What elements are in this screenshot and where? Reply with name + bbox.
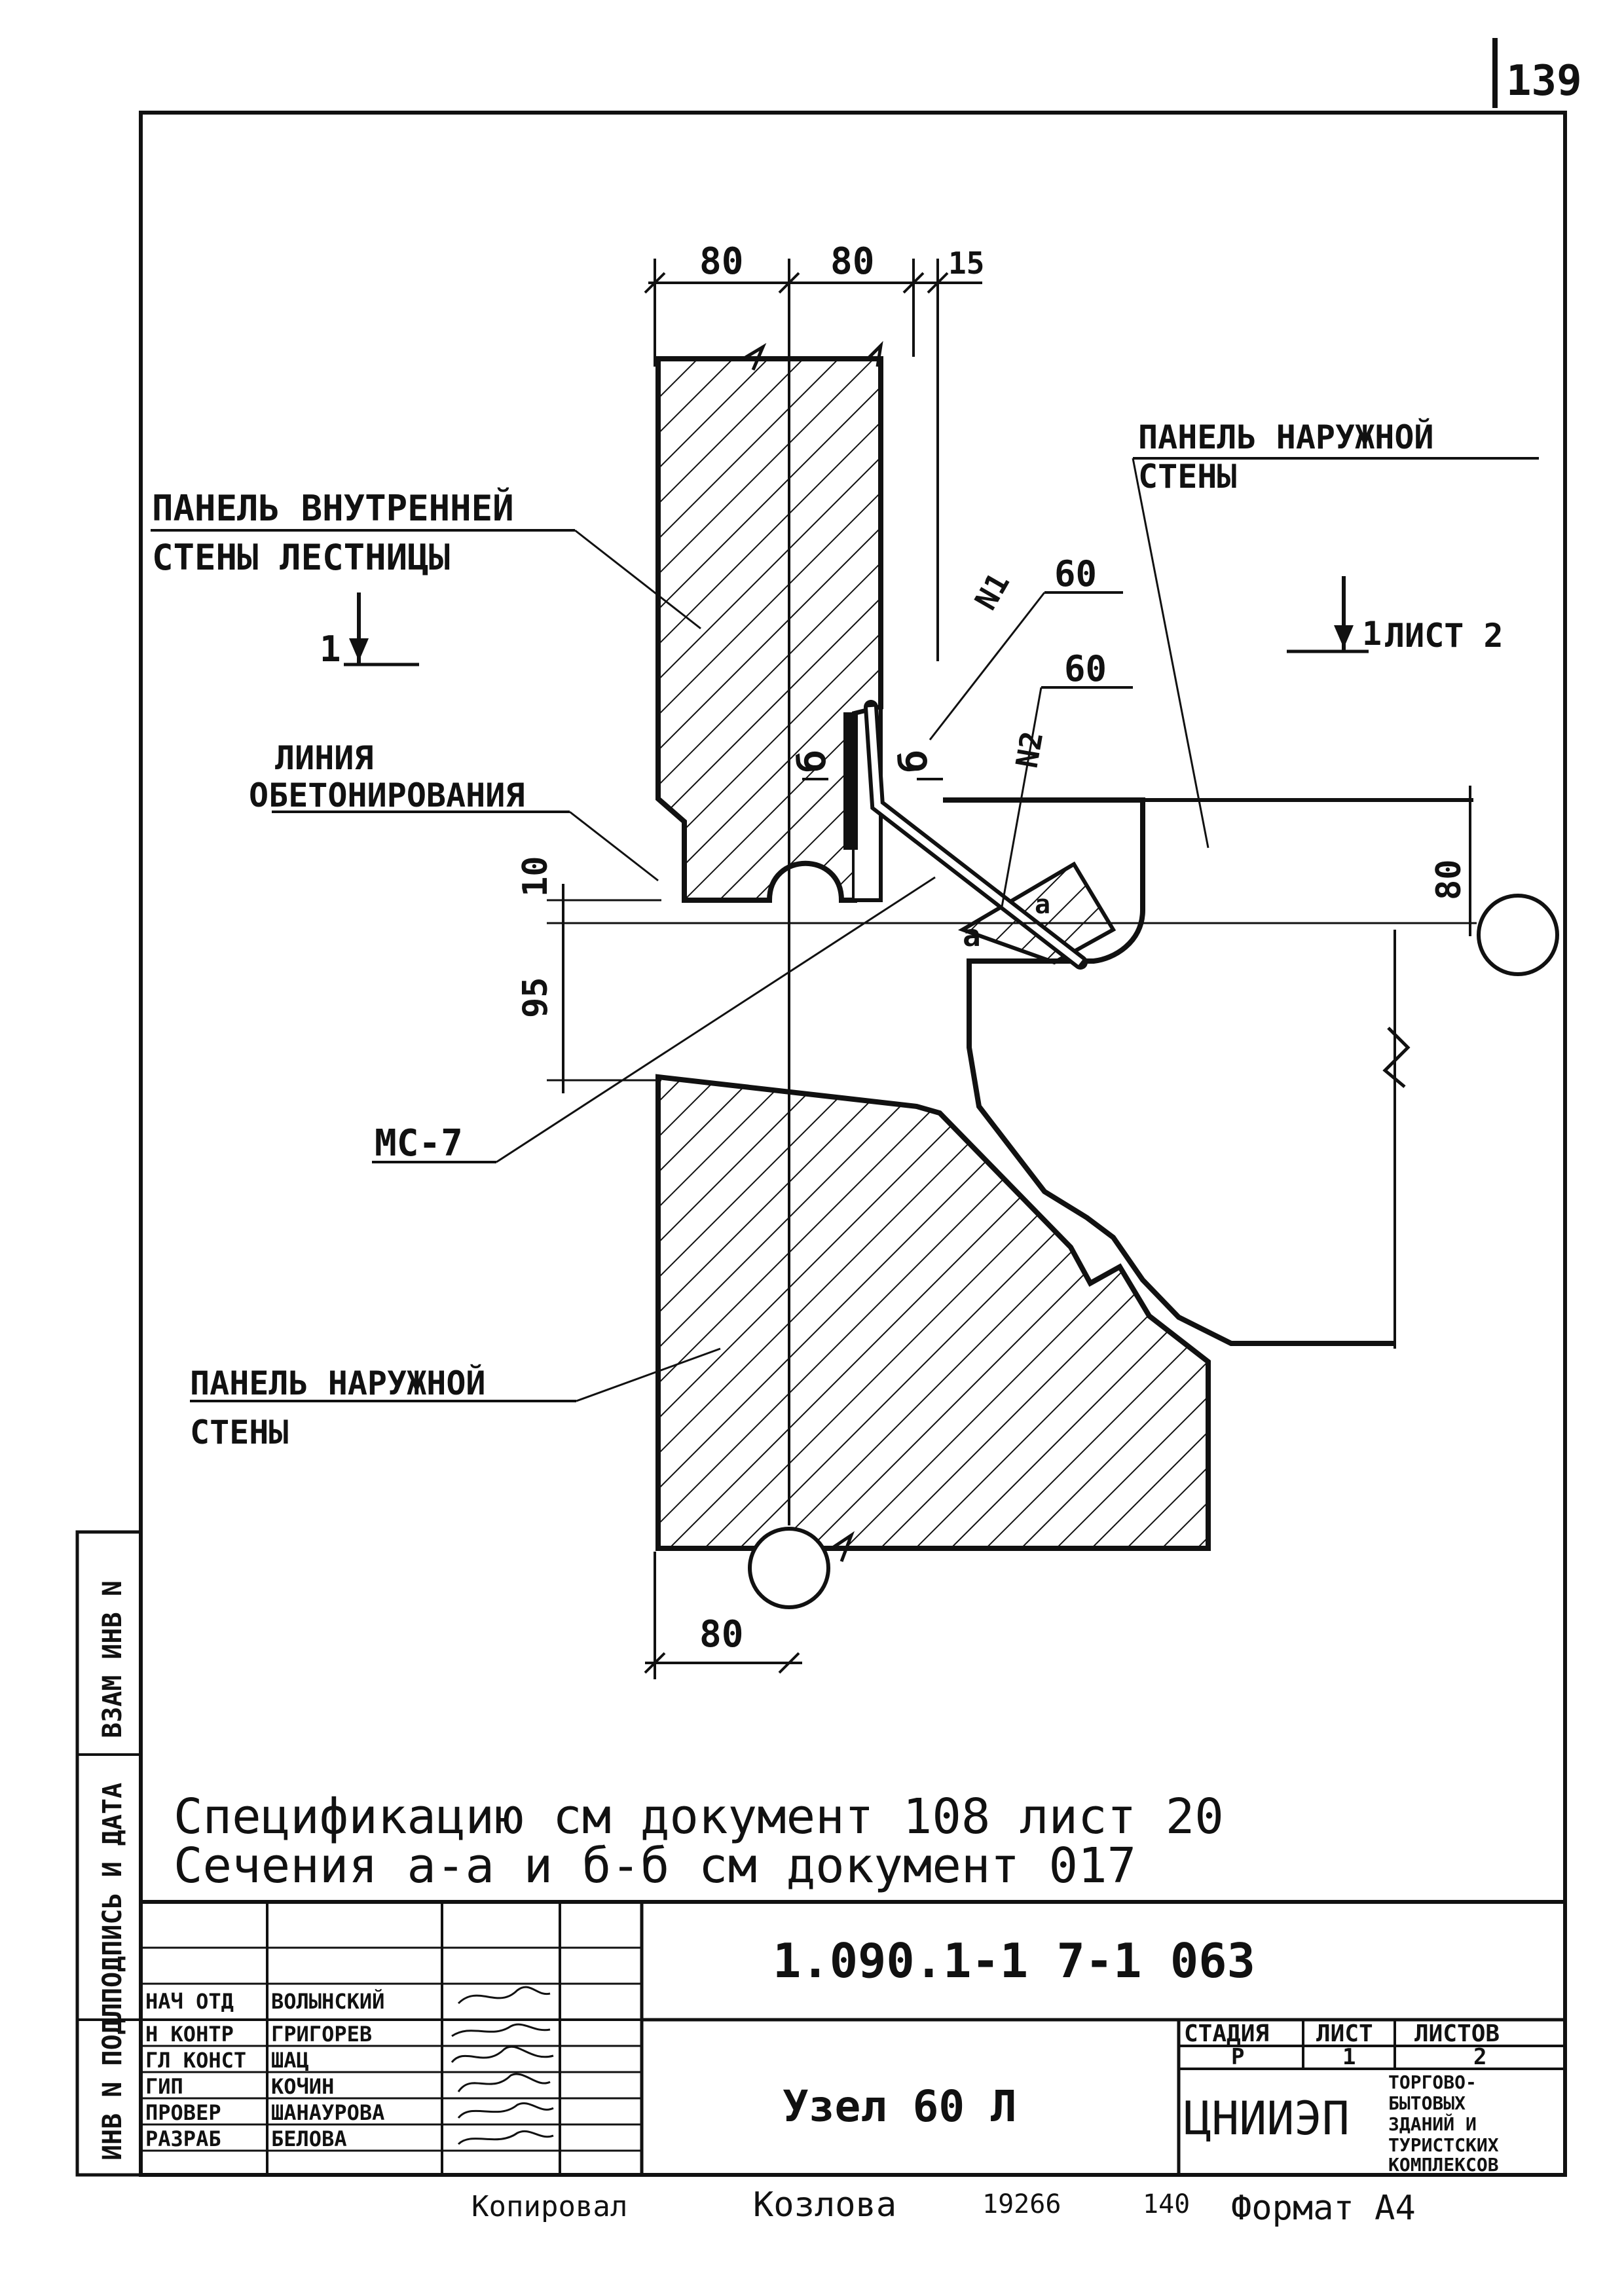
signer-name: ВОЛЫНСКИЙ [271,1989,384,2014]
signer-role: Н КОНТР [145,2022,234,2047]
outer-panel-top-label-1: ПАНЕЛЬ НАРУЖНОЙ [1138,418,1434,456]
break-mark-bottom [830,1531,855,1562]
org-desc-2: БЫТОВЫХ [1388,2092,1466,2114]
cut-b-right: б [891,750,936,773]
dim-60-1: 60 [1054,553,1097,594]
cut-b-left: б [790,750,834,773]
signatures [451,1986,554,2145]
axis-marker-bottom [748,1527,830,1609]
section-right-num: 1 [1362,615,1382,653]
dim-80-b: 80 [830,240,874,283]
org-desc-4: ТУРИСТСКИХ [1388,2134,1499,2156]
sheets-value: 2 [1473,2044,1486,2070]
concrete-line-label-2: ОБЕТОНИРОВАНИЯ [249,776,525,814]
signer-name: ШАНАУРОВА [271,2100,384,2125]
inv-podl-label: ИНВ N ПОДЛ [98,2003,128,2160]
stage-header: СТАДИЯ [1184,2020,1269,2047]
signer-name: ГРИГОРЕВ [271,2022,372,2047]
break-mark-right [1382,1027,1411,1088]
dim-80-bottom: 80 [699,1613,743,1656]
signer-role: ПРОВЕР [145,2100,221,2125]
anchor-bracket [957,861,1116,965]
sheet-header: ЛИСТ [1316,2020,1373,2047]
outer-panel-bottom-label-1: ПАНЕЛЬ НАРУЖНОЙ [190,1364,486,1402]
sections-note: Сечения а-а и б-б см документ 017 [174,1838,1136,1894]
spec-note: Спецификацию см документ 108 лист 20 [174,1789,1224,1845]
sheet-number: 139 [1506,57,1582,105]
signer-role: НАЧ ОТД [145,1989,234,2014]
doc-code: 1.090.1-1 7-1 063 [773,1933,1255,1988]
org-desc-1: ТОРГОВО- [1388,2071,1477,2093]
n1-label: N1 [968,567,1016,616]
signer-name: КОЧИН [271,2074,334,2099]
outer-panel-top-label-2: СТЕНЫ [1138,458,1237,496]
sheet-value: 1 [1342,2044,1356,2070]
stage-value: Р [1231,2044,1244,2070]
break-mark-top-2 [866,340,883,367]
dim-10: 10 [516,856,555,897]
sheets-header: ЛИСТОВ [1414,2020,1500,2047]
dim-15: 15 [948,246,984,281]
dim-60-2: 60 [1064,648,1107,689]
embedded-plate [843,712,858,850]
outer-wall-panel-lower [655,1074,1211,1551]
side-stamp: ИНВ N ПОДЛ ПОДПИСЬ И ДАТА ВЗАМ ИНВ N [75,1530,143,2177]
signer-name: БЕЛОВА [271,2126,347,2151]
org-desc-5: КОМПЛЕКСОВ [1388,2154,1499,2176]
format-label: Формат А4 [1231,2189,1416,2228]
cut-a: а [963,918,981,953]
outer-panel-bottom-label-2: СТЕНЫ [190,1413,289,1451]
dim-95: 95 [516,977,555,1018]
copier-name: Козлова [753,2185,896,2225]
org-name: ЦНИИЭП [1184,2092,1350,2145]
section-left-num: 1 [320,629,341,670]
drawing-title: Узел 60 Л [783,2081,1017,2132]
mc7-label: МС-7 [375,1122,463,1165]
copied-label: Копировал [471,2190,627,2223]
signer-role: РАЗРАБ [145,2126,221,2151]
inner-panel-label-1: ПАНЕЛЬ ВНУТРЕННЕЙ [152,488,514,529]
signer-role: ГИП [145,2074,183,2099]
break-mark-top [742,342,767,371]
inner-panel-label-2: СТЕНЫ ЛЕСТНИЦЫ [152,537,450,578]
footer-number: 19266 [982,2189,1061,2219]
vzam-inv-label: ВЗАМ ИНВ N [98,1580,128,1738]
connector-rod-core [868,706,1083,965]
signer-role: ГЛ КОНСТ [145,2048,246,2073]
podpis-data-label: ПОДПИСЬ И ДАТА [98,1783,128,2003]
title-block [139,1900,1567,2177]
signer-name: ШАЦ [271,2048,309,2073]
dim-80-a: 80 [699,240,743,283]
outer-wall-panel-upper [943,797,1395,1346]
axis-marker-right [1477,894,1559,976]
concrete-line-label-1: ЛИНИЯ [275,739,374,777]
section-right-sheet: ЛИСТ 2 [1385,617,1504,655]
footer-page: 140 [1143,2189,1190,2219]
inner-wall-panel-upper [655,356,883,903]
org-desc-3: ЗДАНИЙ И [1388,2113,1477,2135]
n2-label: N2 [1009,729,1050,771]
dim-80-right: 80 [1430,859,1469,900]
cut-a-2: а [1035,890,1050,920]
